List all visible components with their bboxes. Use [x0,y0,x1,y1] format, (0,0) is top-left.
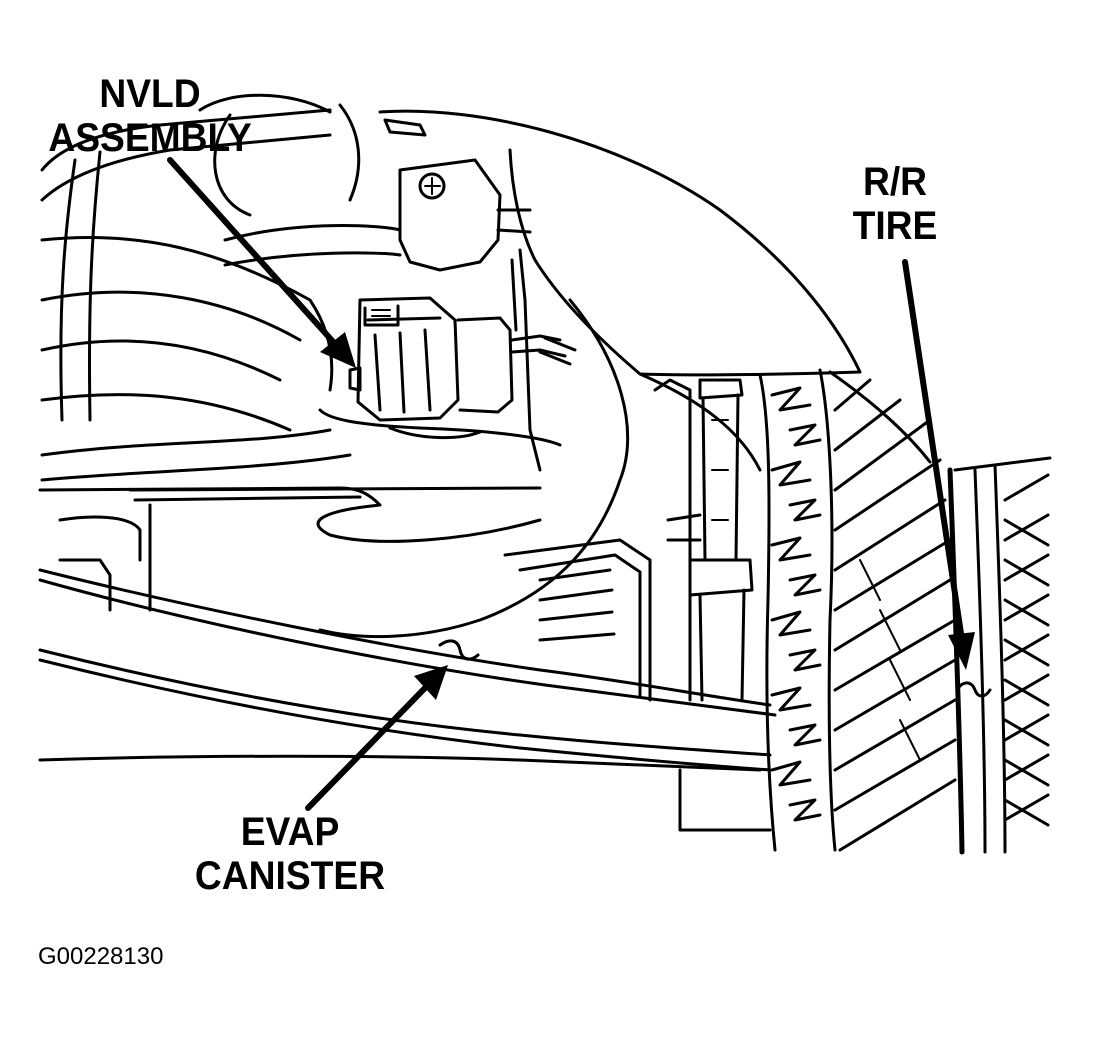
rr-tire-label: R/R TIRE [825,160,965,248]
rr-tire-label-line2: TIRE [852,204,938,248]
evap-leader-line [305,685,428,811]
rr-tire-leader-line [902,259,965,643]
rr-tire-label-line1: R/R [862,160,928,204]
crossmember-beam [38,568,777,832]
evap-label-line2: CANISTER [194,854,386,898]
nvld-label-line1: NVLD [99,72,201,116]
evap-label-line1: EVAP [240,810,340,854]
nvld-arrowhead [320,332,356,368]
nvld-label-line2: ASSEMBLY [48,116,252,160]
evap-canister [38,486,652,702]
leader-arrows [167,157,965,811]
nvld-assembly [318,296,577,447]
left-body-structure [40,93,402,482]
arrow-heads [320,332,975,700]
shock-absorber [653,378,754,702]
figure-id: G00228130 [38,943,164,970]
evap-canister-label: EVAP CANISTER [178,810,401,898]
nvld-assembly-label: NVLD ASSEMBLY [38,72,261,160]
nvld-leader-line [167,157,339,348]
wheel-house-liner [318,109,932,639]
rr-tire-arrowhead [948,632,975,670]
strap-bracket [398,158,542,472]
rear-tire [758,368,1052,855]
evap-arrowhead [414,665,448,700]
